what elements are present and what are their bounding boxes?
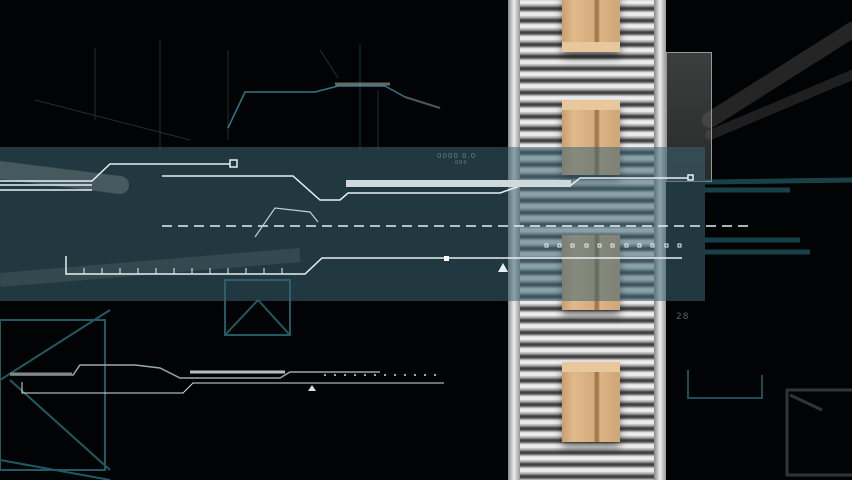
band-readout: 0000 0.0 <box>437 152 477 160</box>
hud-band <box>0 147 705 301</box>
band-subreadout: 000 <box>455 160 468 166</box>
right-readout: 28 <box>676 312 690 322</box>
cardboard-box <box>562 0 620 52</box>
cardboard-box <box>562 362 620 442</box>
